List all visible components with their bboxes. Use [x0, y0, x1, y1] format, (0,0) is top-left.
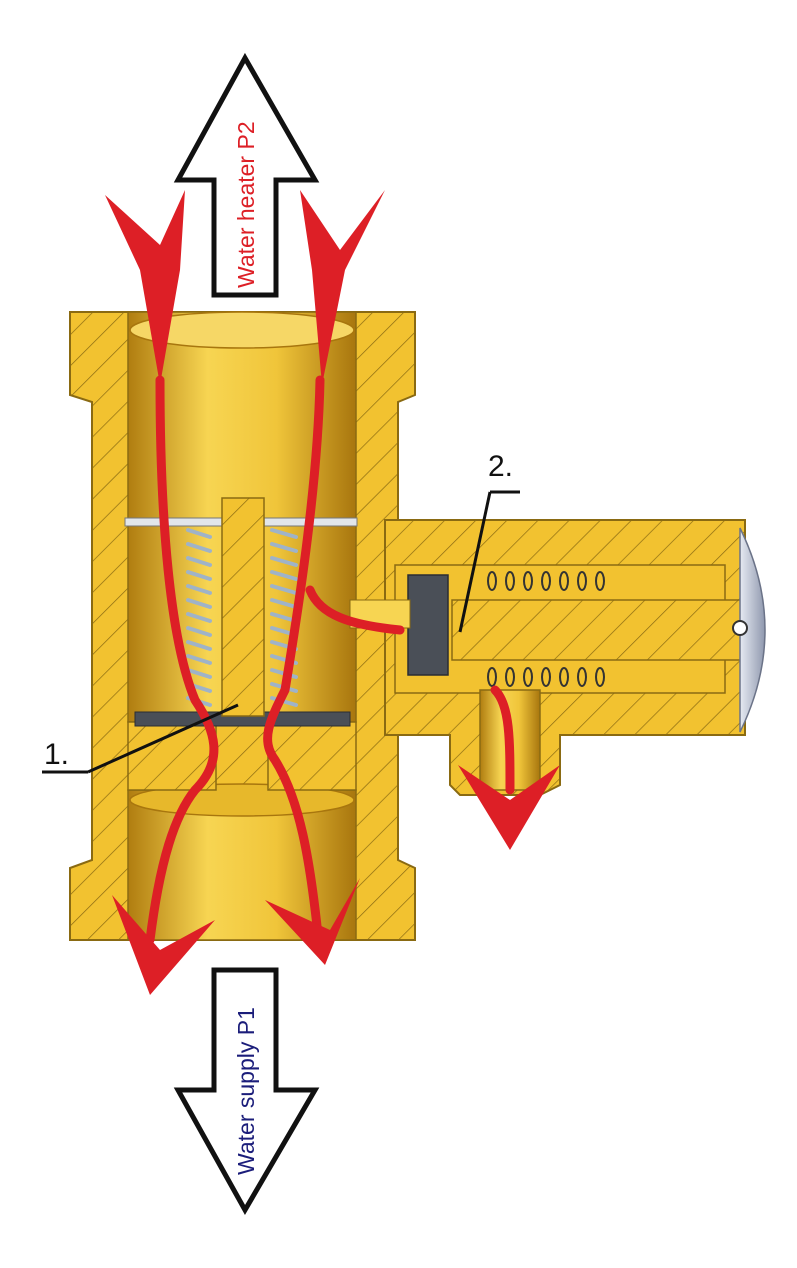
spring-coil — [186, 584, 212, 595]
water-heater-label: Water heater P2 — [233, 121, 259, 288]
spring-coil — [186, 542, 212, 553]
water-supply-arrow — [173, 967, 320, 1216]
spring-coil — [270, 598, 298, 609]
relief-piston — [451, 599, 743, 661]
spring-coil — [186, 612, 212, 623]
spring-coil — [270, 542, 298, 553]
spring-coil — [186, 626, 212, 637]
spring-coil — [270, 570, 298, 581]
top-right-arrowhead — [300, 190, 385, 385]
callout-1: 1. — [42, 703, 239, 774]
check-valve-stem — [221, 497, 265, 717]
spring-coil — [541, 571, 551, 591]
spring-coil — [270, 528, 298, 539]
water-heater-arrow — [173, 52, 320, 298]
cap-pin-hole — [732, 620, 748, 636]
spring-coil — [186, 640, 212, 651]
spring-coil — [186, 570, 212, 581]
relief-valve-body — [349, 519, 766, 796]
spring-coil — [186, 556, 212, 567]
inlet-direction-arrow: Water supply P1 — [173, 967, 320, 1216]
callout-1-label: 1. — [44, 738, 69, 771]
spring-coil — [505, 667, 515, 687]
water-supply-label: Water supply P1 — [233, 1007, 259, 1175]
spring-coil — [559, 571, 569, 591]
spring-coil — [487, 667, 497, 687]
spring-coil — [487, 571, 497, 591]
spring-coil — [541, 667, 551, 687]
flow-arrowheads — [105, 190, 560, 995]
bottom-right-arrowhead — [265, 878, 360, 965]
spring-coil — [270, 584, 298, 595]
flow-path-drain — [490, 685, 515, 795]
spring-coil — [577, 667, 587, 687]
spring-coil — [505, 571, 515, 591]
bottom-left-arrowhead — [112, 895, 215, 995]
relief-valve-spring-lower — [487, 667, 605, 687]
spring-coil — [577, 571, 587, 591]
spring-coil — [523, 571, 533, 591]
spring-coil — [559, 667, 569, 687]
drain-arrowhead — [458, 765, 560, 850]
outlet-direction-arrow: Water heater P2 — [173, 52, 320, 298]
spring-coil — [523, 667, 533, 687]
spring-coil — [186, 528, 212, 539]
spring-coil — [595, 571, 605, 591]
spring-coil — [595, 667, 605, 687]
spring-coil — [186, 654, 212, 665]
callout-2-label: 2. — [488, 450, 513, 483]
flow-path-relief — [305, 585, 405, 635]
relief-cap — [739, 527, 766, 733]
upper-bore-rim — [129, 311, 355, 349]
spring-coil — [186, 598, 212, 609]
spring-coil — [186, 668, 212, 679]
top-left-arrowhead — [105, 190, 185, 385]
relief-valve-spring-upper — [487, 571, 605, 591]
callout-2: 2. — [458, 450, 520, 633]
relief-seal — [407, 574, 449, 676]
flow-path-right — [263, 375, 325, 940]
spring-coil — [270, 556, 298, 567]
